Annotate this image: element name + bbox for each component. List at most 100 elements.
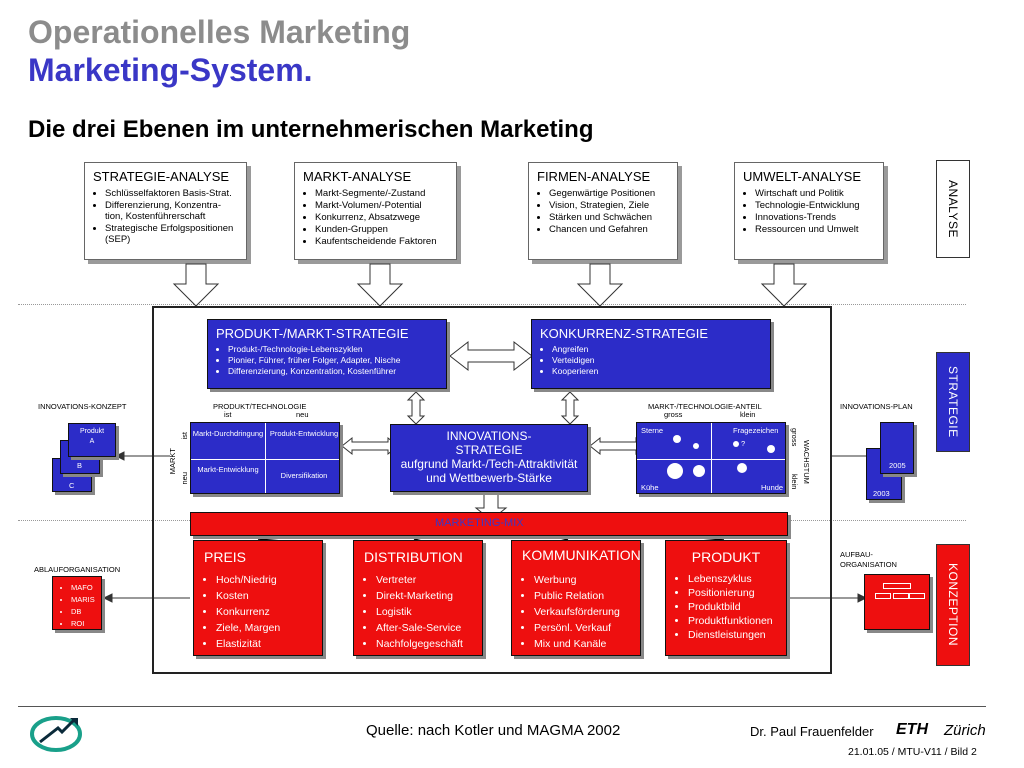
plan-card-year: 2003	[873, 489, 890, 498]
list-item: MAFO	[71, 582, 95, 593]
portfolio-klein: klein	[740, 410, 756, 419]
portfolio-hunde: Hunde	[761, 483, 784, 492]
plan-card-2005: 2005	[880, 422, 914, 474]
pt-cell-diversifikation: Diversifikation	[280, 471, 328, 480]
concept-card-sub: A	[89, 438, 95, 445]
arrow-down-icon	[576, 263, 624, 307]
concept-card-label: Produkt	[79, 428, 105, 435]
pt-matrix-label: PRODUKT/TECHNOLOGIE	[213, 402, 307, 411]
card-title: UMWELT-ANALYSE	[743, 169, 861, 184]
list-item: Positionierung	[688, 587, 776, 600]
box-text-line4: und Wettbewerb-Stärke	[426, 471, 552, 485]
card-title: STRATEGIE-ANALYSE	[93, 169, 230, 184]
portfolio-fragezeichen: Fragezeichen	[733, 426, 779, 435]
footer-reference: 21.01.05 / MTU-V11 / Bild 2	[848, 746, 977, 758]
pt-cell-markt-entwicklung: Markt-Entwicklung	[197, 465, 259, 474]
marketing-system-frame	[152, 306, 832, 674]
list-item: Wirtschaft und Politik	[755, 188, 875, 199]
list-item: Pionier, Führer, früher Folger, Adapter,…	[228, 355, 438, 365]
list-item: DB	[71, 606, 95, 617]
pt-matrix-markt: MARKT	[168, 448, 177, 475]
list-item: Differenzierung, Konzentra-tion, Kostenf…	[105, 200, 238, 222]
portfolio-bubble	[693, 465, 705, 477]
portfolio-matrix: Sterne Fragezeichen ? Kühe Hunde	[636, 422, 786, 494]
portfolio-w-klein: klein	[790, 474, 799, 490]
concept-card-a: Produkt A	[68, 423, 116, 457]
footer-author: Dr. Paul Frauenfelder	[750, 724, 874, 739]
mix-box-preis: PREIS Hoch/Niedrig Kosten Konkurrenz Zie…	[193, 540, 323, 656]
arrow-down-icon	[356, 263, 404, 307]
list-item: Vertreter	[376, 573, 472, 588]
list-item: ROI	[71, 618, 95, 629]
logo-icon	[30, 716, 82, 752]
list-item: Verkaufsförderung	[534, 605, 630, 620]
list-item: Hoch/Niedrig	[216, 573, 312, 588]
portfolio-label: MARKT-/TECHNOLOGIE-ANTEIL	[648, 402, 762, 411]
list-item: Stärken und Schwächen	[549, 212, 669, 223]
portfolio-sterne: Sterne	[641, 426, 664, 435]
portfolio-bubble	[693, 443, 699, 449]
arrow-down-icon	[172, 263, 220, 307]
list-item: Elastizität	[216, 637, 312, 652]
box-title: KONKURRENZ-STRATEGIE	[540, 326, 709, 341]
page-subtitle: Die drei Ebenen im unternehmerischen Mar…	[28, 116, 594, 143]
card-strategie-analyse: STRATEGIE-ANALYSE Schlüsselfaktoren Basi…	[84, 162, 247, 260]
list-item: Lebenszyklus	[688, 573, 776, 586]
marketing-mix-label: MARKETING-MIX	[435, 517, 524, 529]
list-item: Nachfolgegeschäft	[376, 637, 472, 652]
ablauforganisation-label: ABLAUFORGANISATION	[34, 565, 121, 574]
list-item: Markt-Segmente/-Zustand	[315, 188, 448, 199]
portfolio-bubble	[673, 435, 681, 443]
pt-matrix: Markt-Durchdringung Produkt-Entwicklung …	[190, 422, 340, 494]
list-item: Produktfunktionen	[688, 615, 776, 628]
list-item: Strategische Erfolgspositionen (SEP)	[105, 223, 238, 245]
list-item: Produktbild	[688, 601, 776, 614]
concept-card-label: C	[69, 481, 75, 490]
box-innovations-strategie: INNOVATIONS- STRATEGIE aufgrund Markt-/T…	[390, 424, 588, 492]
box-konkurrenz-strategie: KONKURRENZ-STRATEGIE Angreifen Verteidig…	[531, 319, 771, 389]
mix-box-kommunikation: KOMMUNIKATION Werbung Public Relation Ve…	[511, 540, 641, 656]
list-item: Konkurrenz	[216, 605, 312, 620]
list-item: Differenzierung, Konzentration, Kostenfü…	[228, 366, 438, 376]
list-item: Schlüsselfaktoren Basis-Strat.	[105, 188, 238, 199]
list-item: MARIS	[71, 594, 95, 605]
box-produkt-markt-strategie: PRODUKT-/MARKT-STRATEGIE Produkt-/Techno…	[207, 319, 447, 389]
side-label-konzeption: KONZEPTION	[936, 544, 970, 666]
pt-matrix-markt-ist: ist	[180, 432, 189, 440]
list-item: Vision, Strategien, Ziele	[549, 200, 669, 211]
list-item: Kosten	[216, 589, 312, 604]
list-item: Persönl. Verkauf	[534, 621, 630, 636]
list-item: Angreifen	[552, 344, 762, 354]
divider-analyse	[18, 304, 966, 305]
mix-box-title: PRODUKT	[691, 549, 761, 565]
portfolio-bubble	[733, 441, 739, 447]
footer-divider	[18, 706, 986, 707]
mix-box-title: PREIS	[204, 549, 247, 565]
list-item: Gegenwärtige Positionen	[549, 188, 669, 199]
page-title-line1: Operationelles Marketing	[28, 14, 411, 50]
list-item: Direkt-Marketing	[376, 589, 472, 604]
list-item: Verteidigen	[552, 355, 762, 365]
page-title-line2: Marketing-System.	[28, 52, 313, 88]
side-label-analyse: ANALYSE	[936, 160, 970, 258]
footer-eth: ETH	[896, 721, 928, 738]
list-item: Public Relation	[534, 589, 630, 604]
card-umwelt-analyse: UMWELT-ANALYSE Wirtschaft und Politik Te…	[734, 162, 884, 260]
portfolio-bubble	[737, 463, 747, 473]
portfolio-w-gross: gross	[790, 428, 799, 447]
footer-source: Quelle: nach Kotler und MAGMA 2002	[366, 722, 621, 739]
pt-matrix-markt-neu: neu	[180, 472, 189, 485]
mix-box-title: DISTRIBUTION	[364, 549, 463, 565]
portfolio-gross: gross	[664, 410, 683, 419]
list-item: Ziele, Margen	[216, 621, 312, 636]
list-item: After-Sale-Service	[376, 621, 472, 636]
card-firmen-analyse: FIRMEN-ANALYSE Gegenwärtige Positionen V…	[528, 162, 678, 260]
box-text-line3: aufgrund Markt-/Tech-Attraktivität	[400, 457, 578, 471]
mix-box-title: KOMMUNIKATION	[522, 547, 641, 563]
list-item: Kunden-Gruppen	[315, 224, 448, 235]
portfolio-wachstum: WACHSTUM	[802, 440, 811, 484]
plan-card-year: 2005	[889, 461, 906, 470]
aufbau-label-line2: ORGANISATION	[840, 560, 897, 569]
card-markt-analyse: MARKT-ANALYSE Markt-Segmente/-Zustand Ma…	[294, 162, 457, 260]
pt-cell-produkt-entwicklung: Produkt-Entwicklung	[269, 429, 339, 438]
